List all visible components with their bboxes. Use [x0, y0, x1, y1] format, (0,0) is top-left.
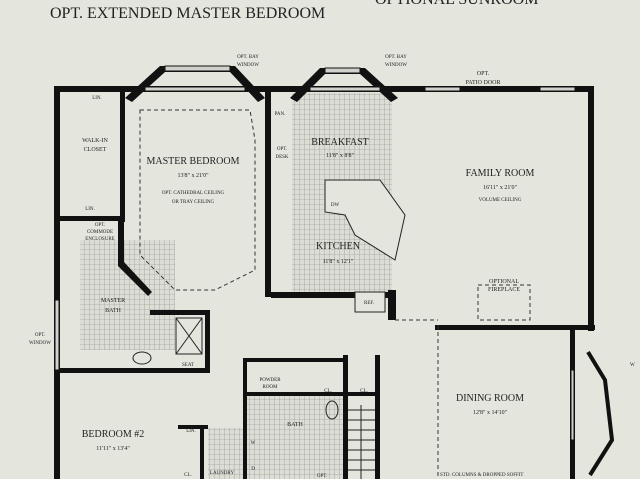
bath-tile: [245, 395, 345, 479]
dining-room-size: 12'8" x 14'10": [473, 410, 508, 416]
bay-window-label: OPT. BAY: [237, 55, 259, 60]
master-bath-label: MASTER: [101, 298, 125, 304]
linen-label: LIN.: [85, 207, 95, 212]
patio-door-label: OPT.: [477, 71, 490, 77]
fireplace-outline: [477, 284, 531, 321]
master-bedroom-name: MASTER BEDROOM: [146, 156, 239, 167]
side-window-label: OPT.: [35, 333, 45, 338]
sink: [132, 351, 152, 365]
patio-door-label: PATIO DOOR: [466, 80, 501, 86]
bath-label: BATH: [287, 422, 303, 428]
linen-label: LIN.: [92, 96, 102, 101]
seat-label: SEAT: [182, 363, 194, 368]
fireplace-label: FIREPLACE: [488, 287, 520, 293]
header-sunroom: OPTIONAL SUNROOM: [375, 0, 538, 8]
closet-label: CLOSET: [84, 147, 107, 153]
commode-label: ENCLOSURE: [85, 237, 114, 242]
laundry-label: LAUNDRY: [210, 471, 235, 476]
pantry-label: PAN.: [275, 112, 286, 117]
powder-room-label: ROOM: [262, 385, 278, 390]
stairs: [348, 405, 375, 479]
desk-label: OPT.: [277, 147, 287, 152]
bedroom-2-name: BEDROOM #2: [82, 429, 145, 440]
exterior-walls: [54, 86, 595, 479]
washer-label: W: [251, 441, 256, 446]
master-bedroom-note: OR TRAY CEILING: [172, 200, 215, 205]
refrigerator-label: REF.: [364, 301, 374, 306]
desk-label: DESK: [275, 155, 288, 160]
powder-room-label: POWDER: [259, 378, 281, 383]
sink: [325, 400, 339, 420]
edge-label: W: [630, 363, 635, 368]
dining-room-name: DINING ROOM: [456, 393, 524, 404]
bay-window-1: [125, 65, 265, 102]
closet-label: WALK-IN: [82, 138, 108, 144]
family-room-note: VOLUME CEILING: [479, 198, 522, 203]
dishwasher-label: DW: [331, 203, 340, 208]
opt-tub-label: OPT.: [317, 474, 327, 479]
closet-label: CL.: [360, 389, 368, 394]
kitchen-name: KITCHEN: [316, 241, 360, 252]
columns-label: STD. COLUMNS & DROPPED SOFFIT: [440, 473, 524, 478]
bay-window-2: [290, 67, 398, 102]
family-room-size: 16'11" x 21'0": [483, 185, 517, 191]
commode-label: COMMODE: [87, 230, 113, 235]
master-bath-label: BATH: [105, 308, 121, 314]
shower: [175, 317, 203, 355]
closet-label: CL.: [324, 389, 332, 394]
breakfast-size: 11'8" x 8'8": [326, 153, 354, 159]
closet-label: CL.: [184, 473, 192, 478]
master-bedroom-size: 13'8" x 21'0": [177, 173, 209, 179]
dryer-label: D: [251, 467, 255, 472]
columns-soffit-line: [395, 319, 439, 479]
linen-label: LIN.: [186, 429, 196, 434]
bay-window-label: WINDOW: [385, 63, 407, 68]
master-bath-tile: [80, 240, 175, 350]
header-extended-master: OPT. EXTENDED MASTER BEDROOM: [50, 5, 325, 22]
bay-window-label: OPT. BAY: [385, 55, 407, 60]
interior-walls: [60, 92, 396, 479]
side-window-label: WINDOW: [29, 341, 51, 346]
dining-bay-window: [586, 350, 615, 477]
commode-label: OPT.: [95, 223, 105, 228]
fireplace-label: OPTIONAL: [489, 279, 519, 285]
tray-ceiling-outline: [139, 109, 256, 291]
refrigerator: [354, 291, 386, 313]
breakfast-name: BREAKFAST: [311, 137, 369, 148]
kitchen-island: [324, 179, 406, 261]
family-room-name: FAMILY ROOM: [466, 168, 535, 179]
bay-window-label: WINDOW: [237, 63, 259, 68]
bedroom-2-size: 11'11" x 13'4": [96, 446, 130, 452]
master-bedroom-note: OPT. CATHEDRAL CEILING: [162, 191, 225, 196]
kitchen-size: 11'8" x 12'1": [323, 259, 354, 265]
laundry-tile: [208, 428, 248, 479]
